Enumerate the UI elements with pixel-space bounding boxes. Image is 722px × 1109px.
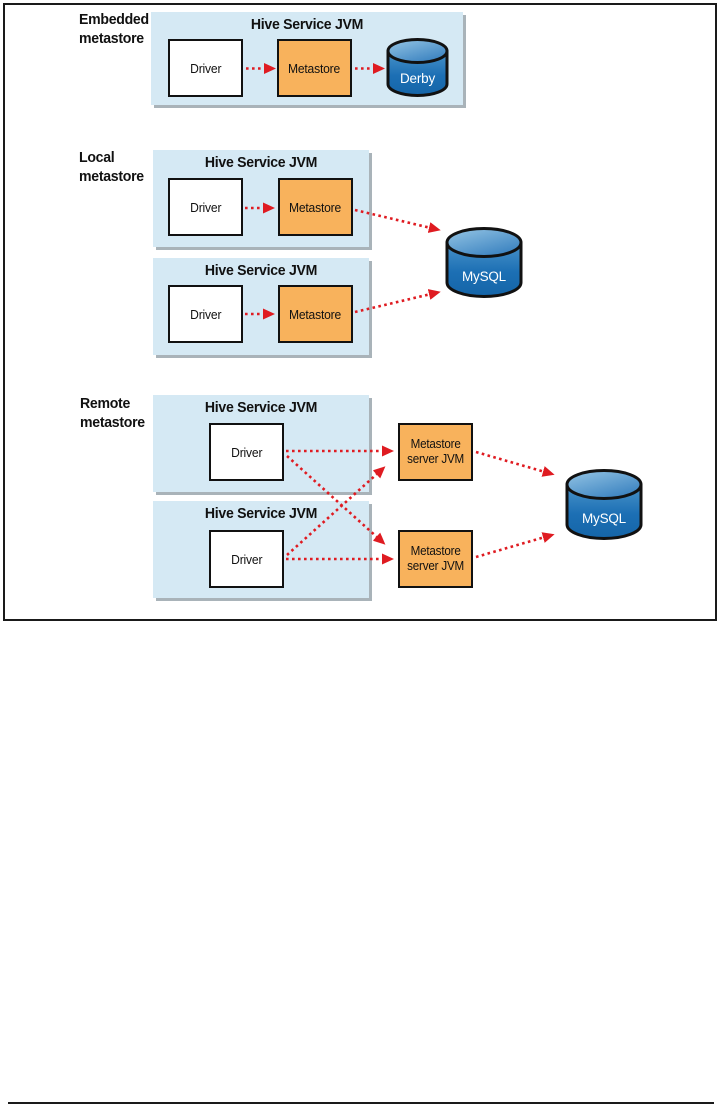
local2-metastore-box: Metastore [278, 285, 353, 343]
embedded-driver-label: Driver [189, 60, 222, 76]
remote-mysql-database-cylinder: MySQL [565, 469, 643, 540]
metastore-server2-box: Metastore server JVM [398, 530, 473, 588]
remote-jvm-title-1: Hive Service JVM [204, 399, 318, 416]
remote1-driver-label: Driver [230, 444, 263, 460]
embedded-metastore-box: Metastore [277, 39, 352, 97]
local2-driver-label: Driver [189, 306, 222, 322]
local2-metastore-label: Metastore [289, 306, 342, 322]
derby-database-label: Derby [400, 71, 435, 86]
section-label-local: Local metastore [79, 149, 144, 185]
section-label-remote: Remote metastore [80, 395, 145, 431]
section-label-embedded: Embedded metastore [79, 11, 149, 47]
remote-jvm-title-2: Hive Service JVM [204, 505, 318, 522]
metastore-server2-label: Metastore server JVM [407, 544, 464, 573]
embedded-driver-box: Driver [168, 39, 243, 97]
remote-mysql-database-label: MySQL [582, 511, 627, 526]
local-jvm-title-2: Hive Service JVM [204, 262, 318, 279]
local1-driver-label: Driver [189, 199, 222, 215]
local2-driver-box: Driver [168, 285, 243, 343]
local1-driver-box: Driver [168, 178, 243, 236]
derby-database-cylinder: Derby [386, 38, 449, 97]
page-footer-rule [8, 1102, 714, 1104]
embedded-jvm-title: Hive Service JVM [250, 16, 364, 33]
local1-metastore-box: Metastore [278, 178, 353, 236]
local1-metastore-label: Metastore [289, 199, 342, 215]
metastore-server1-label: Metastore server JVM [407, 437, 464, 466]
local-mysql-database-label: MySQL [462, 269, 507, 284]
embedded-metastore-label: Metastore [288, 60, 341, 76]
remote1-driver-box: Driver [209, 423, 284, 481]
remote2-driver-label: Driver [230, 551, 263, 567]
local-mysql-database-cylinder: MySQL [445, 227, 523, 298]
remote2-driver-box: Driver [209, 530, 284, 588]
local-jvm-title-1: Hive Service JVM [204, 154, 318, 171]
metastore-server1-box: Metastore server JVM [398, 423, 473, 481]
